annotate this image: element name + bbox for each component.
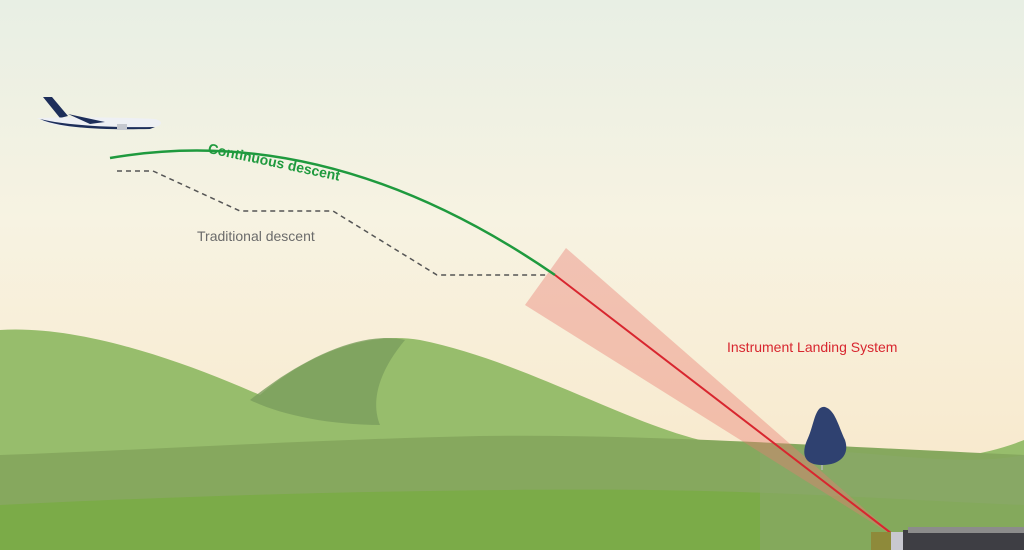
tree-icon xyxy=(804,406,847,470)
middle-hill-shade xyxy=(250,338,405,425)
continuous-descent-path xyxy=(109,149,556,277)
ils-glide-line xyxy=(554,274,901,541)
traditional-descent-label: Traditional descent xyxy=(197,228,315,244)
ils-label: Instrument Landing System xyxy=(727,339,898,355)
traditional-descent-path xyxy=(117,170,548,276)
airplane-icon xyxy=(37,97,161,130)
runway xyxy=(871,527,1024,550)
right-hill xyxy=(760,449,1024,550)
